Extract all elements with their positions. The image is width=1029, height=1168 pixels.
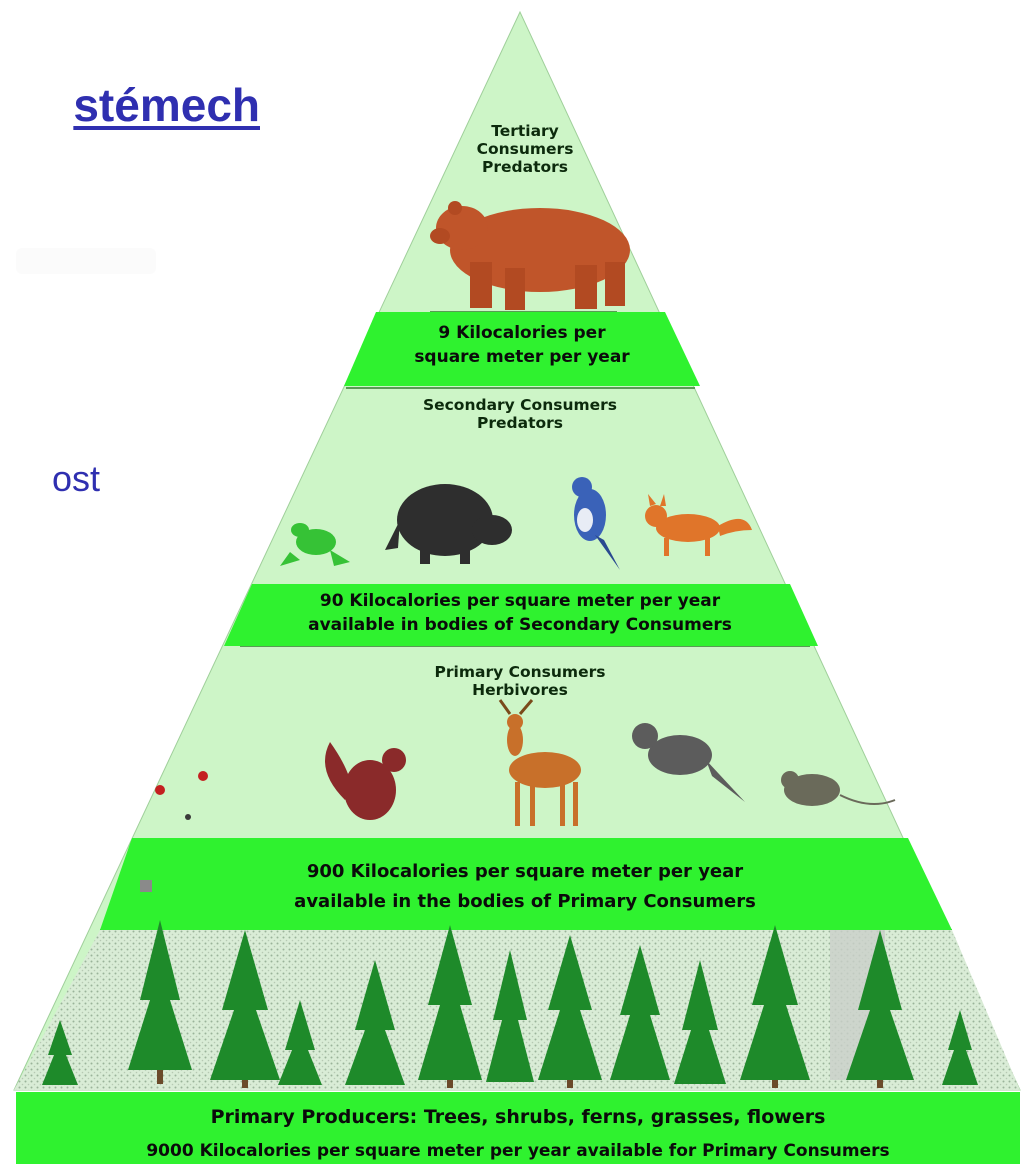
primary-label: Primary Consumers Herbivores bbox=[370, 663, 670, 699]
producers-line1: Primary Producers: Trees, shrubs, ferns,… bbox=[210, 1106, 826, 1128]
producers-line2: 9000 Kilocalories per square meter per y… bbox=[146, 1141, 890, 1161]
tertiary-line3: Predators bbox=[482, 158, 568, 176]
primary-energy-label: 900 Kilocalories per square meter per ye… bbox=[160, 857, 890, 917]
secondary-line1: Secondary Consumers bbox=[422, 396, 618, 414]
tertiary-energy-line1: 9 Kilocalories per bbox=[438, 323, 606, 343]
forest-trees bbox=[42, 920, 978, 1085]
fox-icon bbox=[645, 494, 752, 556]
secondary-line2: Predators bbox=[477, 414, 563, 432]
producers-label: Primary Producers: Trees, shrubs, ferns,… bbox=[16, 1100, 1020, 1168]
insects-icon bbox=[155, 771, 208, 820]
primary-energy-line2: available in the bodies of Primary Consu… bbox=[294, 891, 756, 912]
tertiary-line1: Tertiary bbox=[491, 122, 559, 140]
gray-bird-icon bbox=[632, 723, 745, 802]
primary-line2: Herbivores bbox=[472, 681, 568, 699]
secondary-energy-band bbox=[224, 584, 818, 646]
squirrel-icon bbox=[325, 742, 406, 820]
secondary-label: Secondary Consumers Predators bbox=[370, 396, 670, 432]
primary-energy-band bbox=[100, 838, 952, 930]
faded-textbox bbox=[16, 248, 156, 274]
slide-title: stémech bbox=[73, 79, 260, 131]
raccoon-icon bbox=[385, 484, 512, 564]
tertiary-energy-label: 9 Kilocalories per square meter per year bbox=[372, 321, 672, 369]
mouse-icon bbox=[781, 771, 896, 806]
frog-icon bbox=[280, 523, 350, 566]
producers-band bbox=[16, 1092, 1020, 1164]
tertiary-energy-line2: square meter per year bbox=[414, 347, 630, 367]
slide-body-fragment: ost bbox=[51, 458, 100, 499]
blue-jay-icon bbox=[572, 477, 620, 570]
tertiary-label: Tertiary Consumers Predators bbox=[470, 122, 580, 176]
secondary-energy-label: 90 Kilocalories per square meter per yea… bbox=[225, 589, 815, 637]
secondary-energy-line2: available in bodies of Secondary Consume… bbox=[308, 615, 732, 635]
primary-line1: Primary Consumers bbox=[434, 663, 606, 681]
primary-energy-line1: 900 Kilocalories per square meter per ye… bbox=[306, 861, 744, 882]
tertiary-line2: Consumers bbox=[476, 140, 574, 158]
deer-icon bbox=[498, 699, 581, 826]
secondary-energy-line1: 90 Kilocalories per square meter per yea… bbox=[319, 591, 721, 611]
tertiary-energy-band bbox=[344, 312, 700, 386]
small-gray-square bbox=[140, 880, 152, 892]
bear-icon bbox=[430, 201, 630, 310]
